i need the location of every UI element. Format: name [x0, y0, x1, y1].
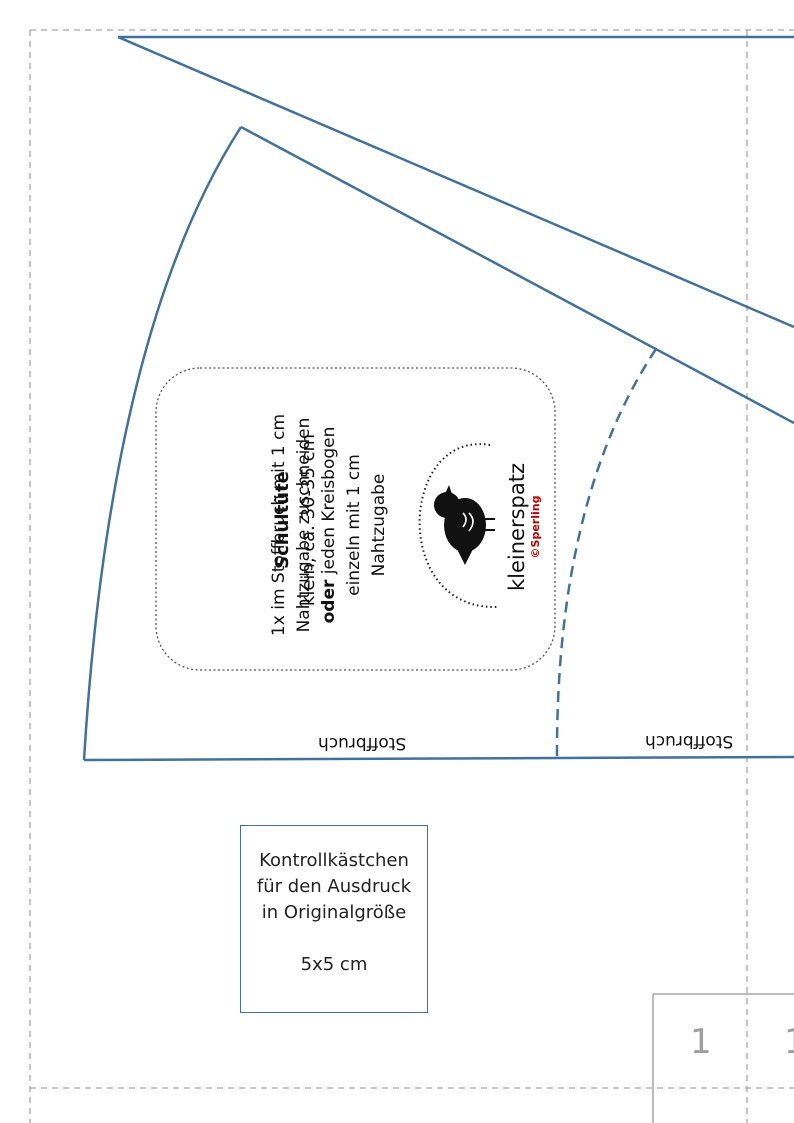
instruction-line-5: Nahtzugabe: [369, 473, 389, 577]
instruction-line-1: 1x im Stoffbruch mit 1 cm: [269, 413, 289, 637]
page-number-1: 1: [690, 1022, 712, 1062]
logo-dotted-arc: [418, 443, 498, 609]
fold-label-left: Stoffbruch: [318, 733, 407, 753]
brand-name: kleinerspatz: [505, 463, 529, 592]
cone-outer-arc: [82, 126, 243, 761]
control-line-1: Kontrollkästchen: [259, 850, 409, 871]
control-size: 5x5 cm: [300, 954, 368, 975]
label-instructions: 1x im Stoffbruch mit 1 cm Nahtzugabe zus…: [267, 375, 389, 675]
cone-inner-diagonal: [240, 125, 794, 425]
sparrow-logo: [434, 485, 495, 565]
instruction-or: oder: [319, 579, 339, 624]
brand-copyright: ©Sperling: [529, 495, 542, 559]
fold-line-bottom: [83, 755, 794, 762]
control-line-3: in Originalgröße: [261, 902, 407, 923]
brand-block: kleinerspatz ©Sperling: [505, 442, 549, 612]
instruction-line-4: einzeln mit 1 cm: [344, 454, 364, 596]
label-frame: [155, 367, 556, 671]
control-line-2: für den Ausdruck: [256, 876, 412, 897]
page-number-2: 1: [784, 1022, 794, 1062]
control-square: Kontrollkästchen für den Ausdruck in Ori…: [240, 825, 428, 1013]
instruction-line-2: Nahtzugabe zuschneiden: [294, 417, 314, 633]
instruction-line-3: oder jeden Kreisbogen: [317, 375, 342, 675]
page-number-grid: [652, 993, 794, 1123]
cone-outer-diagonal: [117, 35, 794, 329]
instruction-line-3-rest: jeden Kreisbogen: [319, 426, 339, 580]
cone-inner-arc-dashed: [555, 348, 658, 758]
fold-label-right: Stoffbruch: [645, 731, 734, 751]
